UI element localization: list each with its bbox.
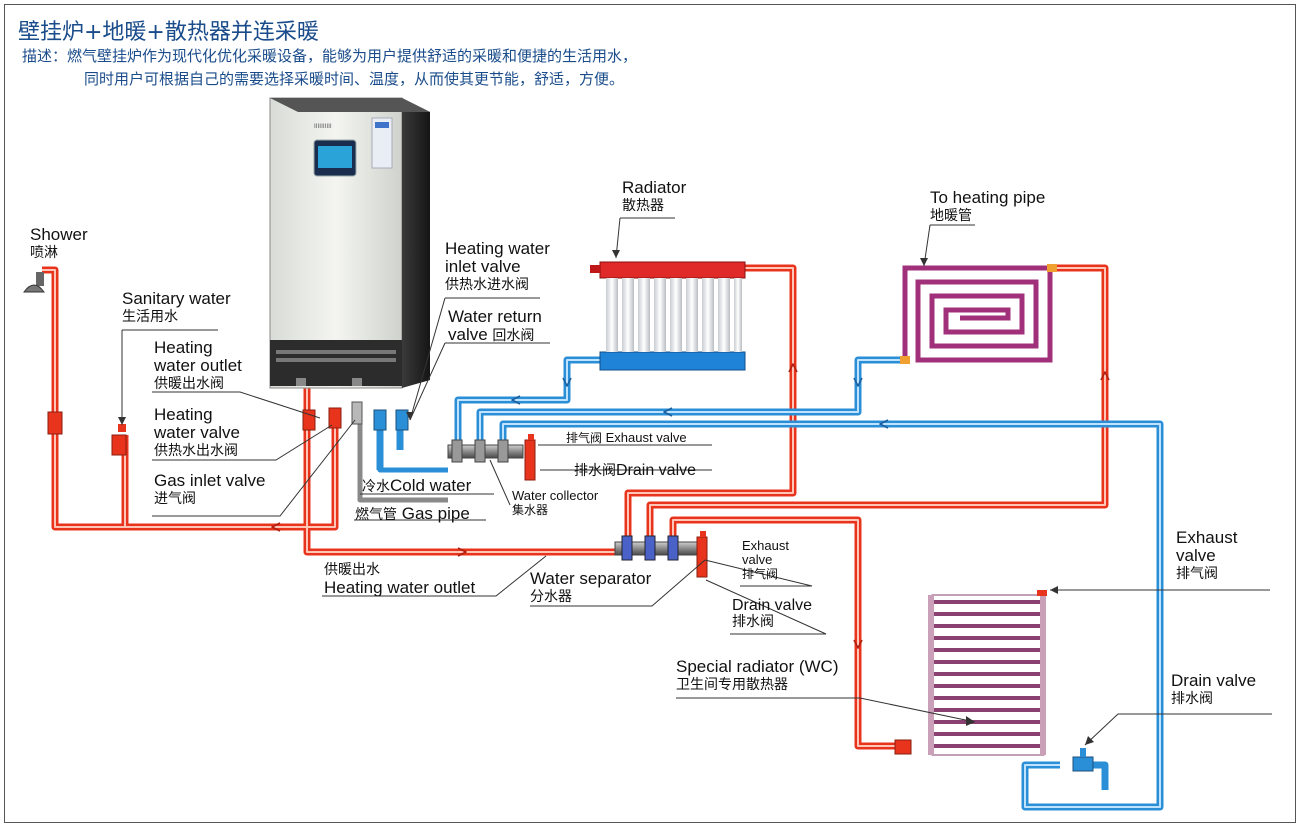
- label-special-radiator-wc: Special radiator (WC) 卫生间专用散热器: [676, 657, 839, 694]
- boiler-valves: [47, 401, 409, 456]
- label-water-return-valve: Water return valve 回水阀: [448, 307, 542, 345]
- svg-text:IIIIIIIIII: IIIIIIIIII: [314, 123, 332, 130]
- gas-boiler: IIIIIIIIII: [269, 97, 430, 389]
- label-heating-water-outlet-bottom: 供暖出水 Heating water outlet: [324, 562, 476, 597]
- label-sanitary-water: Sanitary water 生活用水: [122, 289, 231, 326]
- label-exhaust-valve-separator: Exhaust valve 排气阀: [742, 538, 789, 582]
- label-heating-water-inlet-valve: Heating water inlet valve 供热水进水阀: [445, 239, 550, 294]
- return-pipe-from-wc: [499, 420, 1164, 811]
- water-collector-manifold: [447, 434, 536, 481]
- label-drain-valve-separator: Drain valve 排水阀: [732, 597, 813, 630]
- description-line-2: 同时用户可根据自己的需要选择采暖时间、温度，从而使其更节能，舒适，方便。: [84, 70, 625, 88]
- label-heating-pipe: To heating pipe 地暖管: [930, 188, 1046, 225]
- label-exhaust-valve-collector: 排气阀 Exhaust valve: [566, 430, 687, 446]
- label-water-collector: Water collector 集水器: [512, 488, 599, 518]
- shower-head-icon: [23, 272, 45, 293]
- radiator-unit: [590, 261, 746, 371]
- wc-drain-pipe: [1090, 761, 1109, 790]
- description-line-1: 描述：燃气壁挂炉作为现代化优化采暖设备，能够为用户提供舒适的采暖和便捷的生活用水…: [22, 47, 638, 65]
- leader-lines: [121, 217, 1272, 746]
- label-cold-water: 冷水Cold water: [362, 476, 472, 496]
- cold-water-pipes: [357, 356, 1164, 811]
- frame-border: [4, 4, 1296, 823]
- sanitary-tap: [111, 434, 127, 456]
- hot-pipe-to-wc-radiator: [669, 516, 905, 750]
- label-radiator: Radiator 散热器: [622, 178, 687, 215]
- floor-heating-coil: [902, 265, 1053, 363]
- water-separator-manifold: [614, 531, 708, 578]
- wc-radiator-unit: [894, 590, 1094, 772]
- label-heating-water-outlet-valve: Heating water outlet 供暖出水阀: [154, 338, 242, 393]
- label-gas-pipe: 燃气管 Gas pipe: [355, 504, 470, 524]
- shower-valve: [47, 411, 63, 435]
- label-water-separator: Water separator 分水器: [530, 569, 652, 606]
- label-drain-valve-right: Drain valve 排水阀: [1171, 671, 1257, 708]
- page-title: 壁挂炉+地暖+散热器并连采暖: [18, 20, 319, 45]
- label-shower: Shower 喷淋: [30, 225, 88, 262]
- label-heating-water-valve: Heating water valve 供热水出水阀: [154, 405, 240, 460]
- return-pipe-from-floor-heating: [476, 356, 905, 450]
- label-drain-valve-collector: 排水阀Drain valve: [574, 462, 697, 479]
- label-gas-inlet-valve: Gas inlet valve 进气阀: [154, 471, 266, 508]
- label-exhaust-valve-right: Exhaust valve 排气阀: [1176, 528, 1238, 583]
